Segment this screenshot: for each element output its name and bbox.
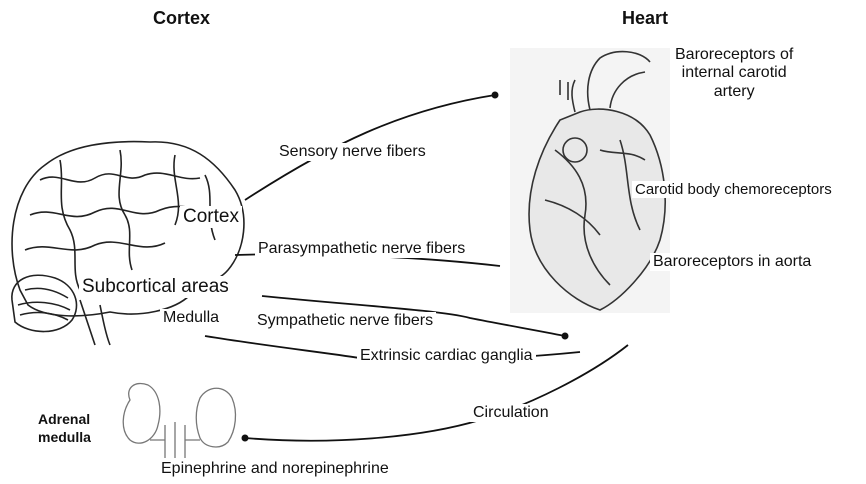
sympathetic-endpoint-dot (562, 333, 569, 340)
sympathetic-nerve-label: Sympathetic nerve fibers (254, 312, 436, 330)
heart-header: Heart (622, 8, 668, 29)
adrenal-medulla-line-1: Adrenal (38, 411, 91, 429)
cortex-region-label: Cortex (180, 206, 242, 228)
epinephrine-norepinephrine-label: Epinephrine and norepinephrine (158, 460, 392, 478)
adrenal-medulla-label: Adrenal medulla (38, 411, 91, 446)
adrenal-illustration (123, 383, 235, 458)
carotid-baroreceptors-line-1: Baroreceptors of (675, 46, 793, 64)
sensory-endpoint-dot (492, 92, 499, 99)
medulla-label: Medulla (160, 309, 222, 327)
carotid-baroreceptors-line-3: artery (675, 83, 793, 101)
carotid-baroreceptors-label: Baroreceptors of internal carotid artery (672, 46, 796, 101)
extrinsic-ganglia-label: Extrinsic cardiac ganglia (357, 347, 536, 365)
sensory-nerve-label: Sensory nerve fibers (276, 143, 429, 161)
circulation-endpoint-dot (242, 435, 249, 442)
parasympathetic-nerve-label: Parasympathetic nerve fibers (255, 240, 468, 258)
carotid-chemoreceptors-label: Carotid body chemoreceptors (632, 181, 835, 198)
subcortical-areas-label: Subcortical areas (79, 276, 232, 298)
cortex-header: Cortex (153, 8, 210, 29)
aortic-baroreceptors-label: Baroreceptors in aorta (650, 253, 814, 271)
circulation-label: Circulation (470, 404, 552, 422)
carotid-baroreceptors-line-2: internal carotid (675, 64, 793, 82)
adrenal-medulla-line-2: medulla (38, 429, 91, 447)
